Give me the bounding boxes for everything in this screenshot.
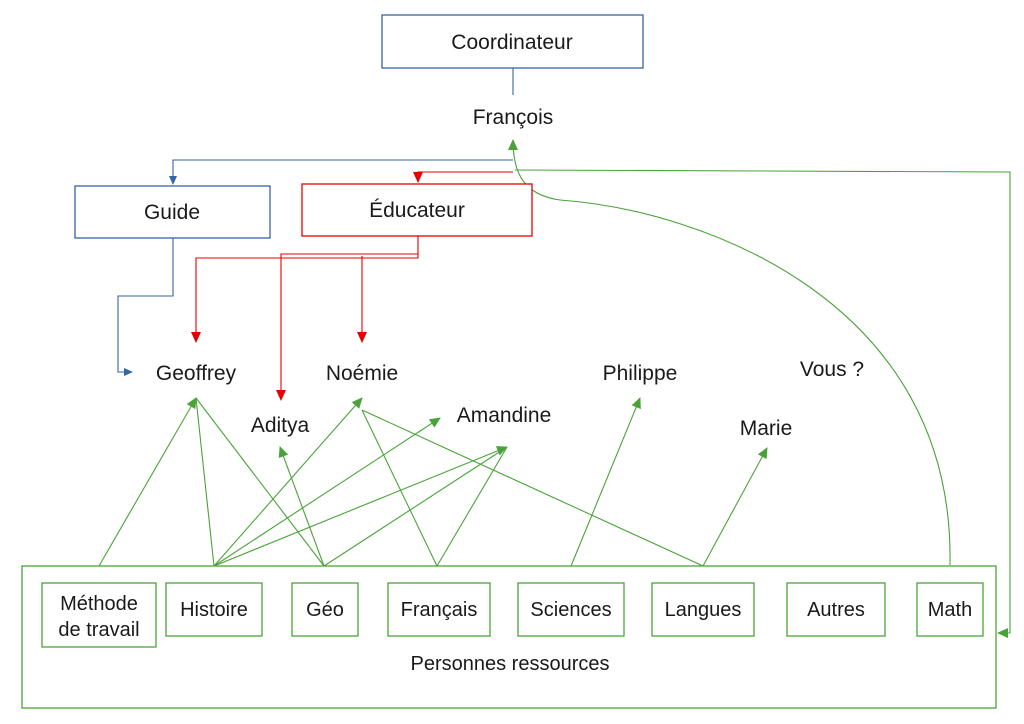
educator-box[interactable]: Éducateur (301, 183, 533, 237)
edge-francois-guide (169, 159, 513, 185)
edge-educator-geoffrey (191, 236, 419, 343)
edge-histoire-geoffrey (195, 397, 215, 567)
resource-math[interactable]: Math (916, 582, 984, 637)
resource-langues-label: Langues (665, 599, 742, 621)
edge-francais-noemie (361, 409, 438, 567)
resource-geo-label: Géo (306, 599, 344, 621)
person-aditya[interactable]: Aditya (251, 414, 310, 437)
edge-geo-geoffrey (195, 397, 325, 567)
guide-label: Guide (144, 201, 200, 224)
edge-educator-aditya (276, 253, 418, 401)
edge-langues-marie (702, 447, 768, 567)
edge-geo-amandine (323, 446, 508, 567)
resource-histoire-label: Histoire (180, 599, 248, 621)
edge-francois-educator (413, 171, 513, 183)
resource-math-label: Math (928, 599, 972, 621)
person-amandine[interactable]: Amandine (457, 404, 552, 427)
coordinator-box[interactable]: Coordinateur (381, 14, 644, 69)
edge-methode-geoffrey (98, 397, 197, 567)
edge-math-francois (508, 139, 951, 566)
resource-methode-line2: de travail (58, 619, 139, 641)
edge-histoire-amandine (213, 417, 441, 567)
resource-sciences[interactable]: Sciences (517, 582, 625, 637)
person-philippe[interactable]: Philippe (603, 362, 678, 385)
resource-geo[interactable]: Géo (291, 582, 359, 637)
educator-label: Éducateur (369, 199, 465, 222)
resource-langues[interactable]: Langues (651, 582, 755, 637)
edge-francais-amandine (436, 446, 508, 567)
resource-autres-label: Autres (807, 599, 865, 621)
edge-geo-aditya (278, 446, 325, 567)
edge-sciences-philippe (570, 397, 641, 567)
resource-methode[interactable]: Méthode de travail (41, 582, 157, 648)
edge-francois-resources (514, 169, 1011, 638)
resource-methode-line1: Méthode (60, 593, 138, 615)
coordinator-label: Coordinateur (451, 31, 572, 54)
resource-sciences-label: Sciences (530, 599, 611, 621)
person-noemie[interactable]: Noémie (326, 362, 398, 385)
guide-box[interactable]: Guide (74, 185, 271, 239)
person-francois[interactable]: François (473, 106, 554, 129)
edge-histoire-aditya-geo (213, 446, 508, 567)
edge-langues-noemie (361, 409, 704, 567)
person-vous[interactable]: Vous ? (800, 358, 864, 381)
edge-histoire-noemie (213, 397, 363, 567)
resource-histoire[interactable]: Histoire (165, 582, 263, 637)
resource-francais-label: Français (401, 599, 478, 621)
resource-francais[interactable]: Français (387, 582, 491, 637)
edge-guide-geoffrey (117, 238, 174, 376)
person-geoffrey[interactable]: Geoffrey (156, 362, 237, 385)
resources-group-label: Personnes ressources (411, 653, 610, 675)
resource-autres[interactable]: Autres (786, 582, 886, 637)
person-marie[interactable]: Marie (740, 417, 793, 440)
